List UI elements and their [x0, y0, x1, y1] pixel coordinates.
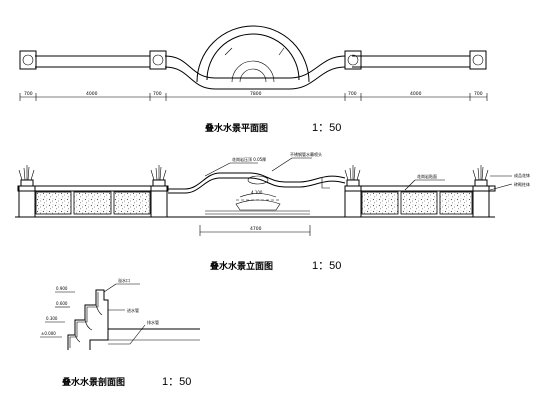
plan-title: 叠水水景平面图 [205, 122, 268, 134]
plan-dim-5: 700 [348, 91, 357, 97]
elevation-title: 叠水水景立面图 [210, 260, 273, 272]
stone-panel [35, 191, 72, 215]
elevation-note-nozzle: 不锈钢管水幕喷头 [290, 151, 322, 157]
section-level-2: 0.600 [56, 301, 68, 306]
plan-dim-1: 700 [24, 91, 33, 97]
section-scale: 1：50 [162, 376, 191, 388]
plan-dim-6: 4000 [410, 91, 422, 97]
plan-dim-4: 7800 [250, 91, 262, 97]
stone-panel [73, 191, 112, 215]
plan-pillar [19, 50, 37, 70]
leader-line [489, 183, 513, 191]
stone-panel [113, 191, 151, 215]
stone-panel [361, 191, 399, 215]
elevation-view: 花岗岩压顶 0.05厚 不锈钢管水幕喷头 花岗岩贴面 成品花钵 砖砌柱体 4.1… [15, 151, 530, 272]
leader-line [103, 283, 117, 293]
plan-dim-2: 4000 [86, 91, 98, 97]
elevation-scale: 1：50 [312, 260, 341, 272]
stone-panel [400, 191, 438, 215]
plan-basin-inner [231, 60, 275, 83]
section-title: 叠水水景剖面图 [62, 376, 125, 388]
plan-wave-wall-bottom [164, 66, 346, 90]
leader-line [129, 324, 146, 345]
elevation-coping-left [17, 185, 169, 192]
plan-pillar [149, 50, 167, 70]
leader-line [204, 162, 231, 177]
plan-dimension-line [19, 93, 488, 101]
elevation-pillar [18, 165, 36, 218]
section-level-3: 0.300 [46, 316, 58, 321]
section-inner-profile [69, 292, 99, 348]
stone-panel [439, 191, 473, 215]
plan-pillar [469, 50, 487, 70]
plan-view: 700 4000 700 7800 700 4000 700 叠水水景平面图 1… [19, 25, 488, 134]
elevation-wave-step [321, 178, 330, 189]
elevation-cascade [205, 175, 310, 215]
plan-pillar [344, 50, 362, 70]
plan-leader-1 [224, 47, 233, 56]
elevation-note-pillar: 砖砌柱体 [514, 181, 530, 187]
plan-wave-wall-top [164, 55, 346, 79]
section-level-1: 0.900 [56, 286, 68, 291]
elevation-pillar [344, 165, 362, 218]
elevation-note-level: 4.100 [251, 190, 263, 195]
plan-scale: 1：50 [312, 122, 341, 134]
section-level-4: ±0.000 [41, 331, 56, 336]
section-wall-profile [67, 289, 109, 350]
elevation-dim: 4700 [250, 226, 262, 232]
section-water-spill [74, 304, 103, 343]
section-note-overflow: 溢水口 [118, 277, 130, 283]
plan-basin-outer [196, 25, 310, 83]
elevation-note-flowerpot: 成品花钵 [514, 172, 530, 178]
plan-dim-7: 700 [474, 91, 483, 97]
plan-basin-core [239, 68, 267, 83]
plan-leader-2 [278, 47, 285, 56]
section-note-inlet: 进水管 [127, 307, 139, 313]
elevation-wave-top [168, 172, 346, 190]
section-view: 0.900 0.600 0.300 ±0.000 溢水口 进水管 排水管 叠水水… [40, 277, 200, 388]
elevation-note-cladding: 花岗岩贴面 [417, 173, 437, 179]
elevation-wave-bottom [168, 177, 346, 194]
plan-basin-ring [206, 33, 300, 81]
elevation-note-coping: 花岗岩压顶 0.05厚 [232, 156, 266, 162]
section-note-drain: 排水管 [147, 319, 159, 325]
leader-line [404, 179, 416, 191]
plan-dim-3: 700 [153, 91, 162, 97]
elevation-pillar [150, 165, 168, 218]
leader-line [271, 157, 293, 172]
elevation-pillar [472, 165, 490, 218]
elevation-dimension-line [199, 225, 311, 236]
